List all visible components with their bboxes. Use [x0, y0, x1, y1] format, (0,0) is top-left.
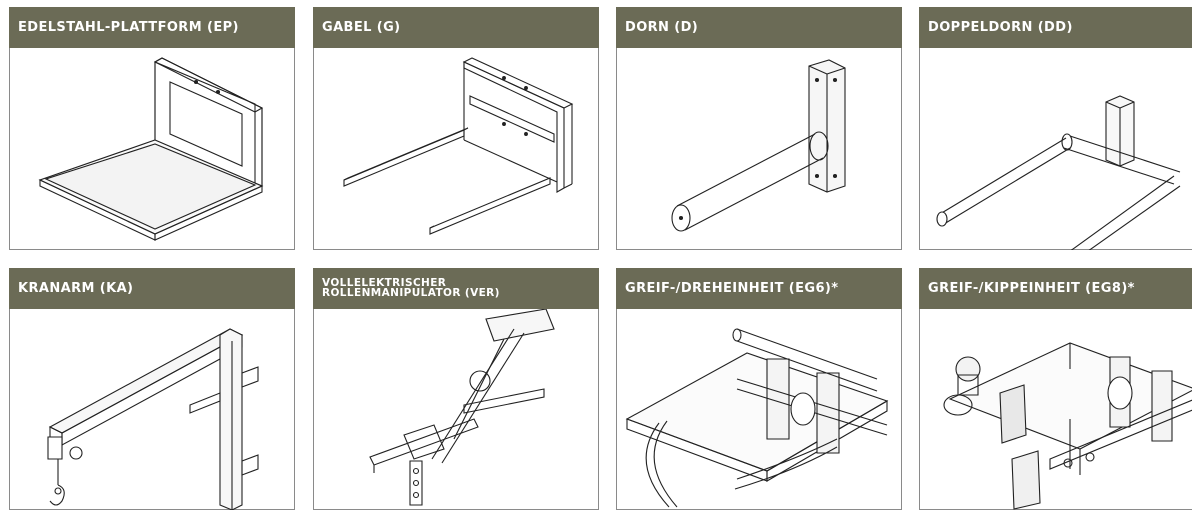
card-image-frame — [919, 309, 1192, 510]
product-card-edelstahl-plattform[interactable]: EDELSTAHL-PLATTFORM (EP) — [9, 7, 295, 250]
card-title: VOLLELEKTRISCHER ROLLENMANIPULATOR (VER) — [313, 268, 599, 309]
product-card-dorn[interactable]: DORN (D) — [616, 7, 902, 250]
card-title: DOPPELDORN (DD) — [919, 7, 1192, 48]
card-title: EDELSTAHL-PLATTFORM (EP) — [9, 7, 295, 48]
card-image-frame — [616, 48, 902, 250]
card-title: GREIF-/DREHEINHEIT (EG6)* — [616, 268, 902, 309]
gripper-tilt-illustration — [920, 309, 1192, 510]
card-image-frame — [9, 48, 295, 250]
product-card-rollenmanipulator[interactable]: VOLLELEKTRISCHER ROLLENMANIPULATOR (VER) — [313, 268, 599, 510]
platform-illustration — [10, 48, 294, 250]
card-title-line-1: VOLLELEKTRISCHER — [322, 277, 447, 289]
fork-illustration — [314, 48, 598, 250]
card-image-frame — [9, 309, 295, 510]
product-card-greif-kippeinheit[interactable]: GREIF-/KIPPEINHEIT (EG8)* — [919, 268, 1192, 510]
card-title: KRANARM (KA) — [9, 268, 295, 309]
product-card-greif-dreheinheit[interactable]: GREIF-/DREHEINHEIT (EG6)* — [616, 268, 902, 510]
card-title: GABEL (G) — [313, 7, 599, 48]
product-card-gabel[interactable]: GABEL (G) — [313, 7, 599, 250]
gripper-rotation-illustration — [617, 309, 901, 510]
card-title: DORN (D) — [616, 7, 902, 48]
mandrel-illustration — [617, 48, 901, 250]
roll-manipulator-illustration — [314, 309, 598, 510]
product-card-kranarm[interactable]: KRANARM (KA) — [9, 268, 295, 510]
double-mandrel-illustration — [920, 48, 1192, 250]
product-card-doppeldorn[interactable]: DOPPELDORN (DD) — [919, 7, 1192, 250]
card-image-frame — [919, 48, 1192, 250]
card-image-frame — [616, 309, 902, 510]
card-title-line-2: ROLLENMANIPULATOR (VER) — [322, 287, 500, 299]
card-title: GREIF-/KIPPEINHEIT (EG8)* — [919, 268, 1192, 309]
card-image-frame — [313, 48, 599, 250]
card-image-frame — [313, 309, 599, 510]
crane-arm-illustration — [10, 309, 294, 510]
